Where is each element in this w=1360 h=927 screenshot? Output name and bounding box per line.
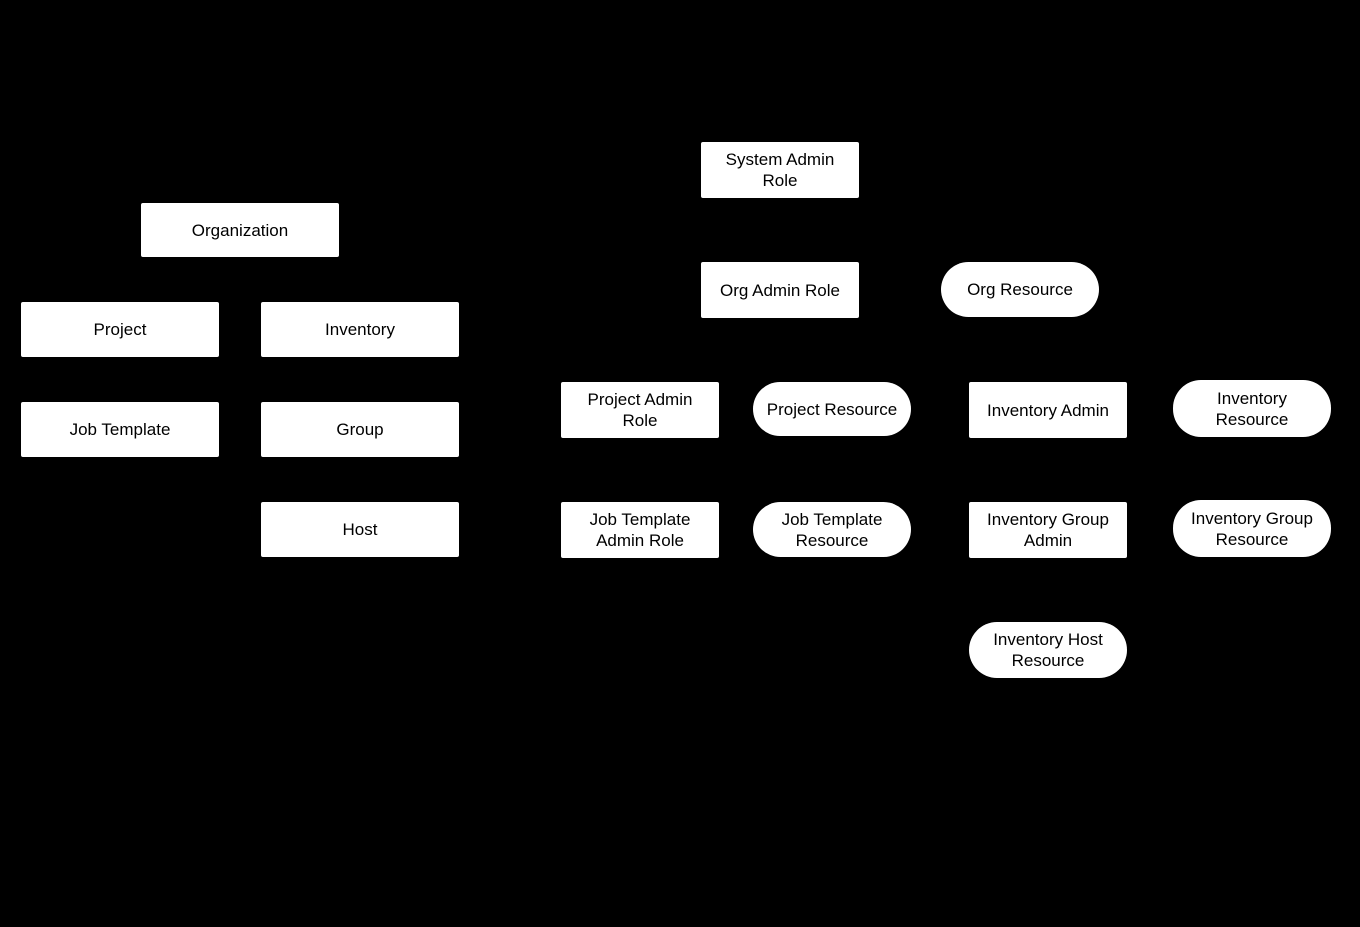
node-inventory-admin-label: Inventory Admin [987, 400, 1109, 420]
node-project-admin-role-label: Project Admin Role [587, 390, 693, 430]
node-inventory-group-resource-label: Inventory Group Resource [1191, 508, 1313, 549]
node-org-admin-role: Org Admin Role [701, 262, 859, 318]
node-organization-label: Organization [191, 220, 289, 240]
node-org-resource-label: Org Resource [967, 280, 1073, 299]
node-job-template-admin-role: Job Template Admin Role [561, 502, 719, 558]
node-inventory-host-resource-label: Inventory Host Resource [993, 630, 1103, 670]
node-job-template-resource-label: Job Template Resource [781, 509, 883, 550]
node-job-template-label: Job Template [69, 420, 171, 439]
node-project-resource: Project Resource [753, 382, 911, 436]
node-org-resource: Org Resource [941, 262, 1099, 317]
node-inventory-resource: Inventory Resource [1173, 380, 1331, 437]
node-host-label: Host [342, 520, 378, 539]
node-inventory-label: Inventory [325, 320, 395, 339]
node-project: Project [21, 302, 219, 357]
node-inventory-group-resource: Inventory Group Resource [1173, 500, 1331, 557]
node-inventory: Inventory [261, 302, 459, 357]
node-project-resource-label: Project Resource [766, 399, 898, 419]
node-group: Group [261, 402, 459, 457]
node-inventory-group-admin-label: Inventory Group Admin [987, 510, 1109, 550]
node-job-template-admin-role-label: Job Template Admin Role [589, 510, 691, 550]
node-host: Host [261, 502, 459, 557]
node-org-admin-role-label: Org Admin Role [720, 280, 840, 300]
node-inventory-group-admin: Inventory Group Admin [969, 502, 1127, 558]
node-inventory-admin: Inventory Admin [969, 382, 1127, 438]
node-job-template-resource: Job Template Resource [753, 502, 911, 557]
node-system-admin-role-label: System Admin Role [725, 150, 835, 190]
node-system-admin-role: System Admin Role [701, 142, 859, 198]
node-inventory-resource-label: Inventory Resource [1215, 388, 1289, 429]
node-organization: Organization [141, 203, 339, 257]
node-group-label: Group [336, 420, 384, 439]
node-job-template: Job Template [21, 402, 219, 457]
node-project-label: Project [93, 320, 147, 339]
node-project-admin-role: Project Admin Role [561, 382, 719, 438]
node-inventory-host-resource: Inventory Host Resource [969, 622, 1127, 678]
